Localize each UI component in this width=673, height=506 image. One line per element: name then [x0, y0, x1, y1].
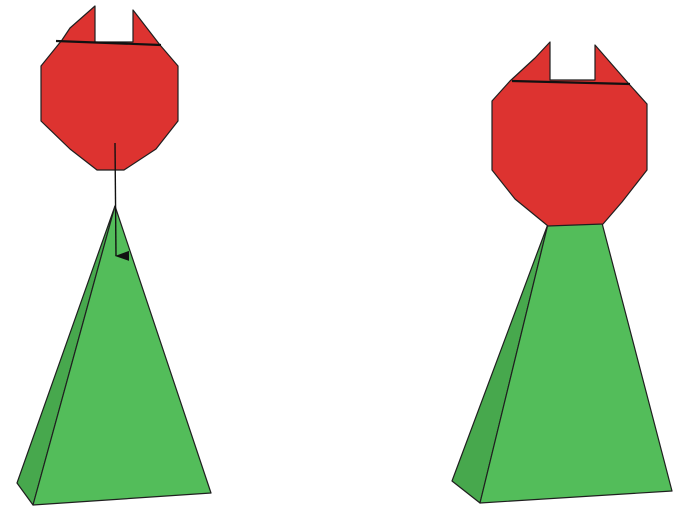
- figure-right: [452, 42, 672, 503]
- cone-right: [452, 223, 672, 503]
- downward-arrow: [115, 143, 116, 256]
- head-right-body: [492, 42, 647, 226]
- head-right: [492, 42, 647, 226]
- figure-left: [17, 6, 211, 505]
- cone-left: [17, 206, 211, 505]
- head-left-body: [41, 6, 178, 170]
- cone-left-front-face: [33, 206, 211, 505]
- head-left: [41, 6, 178, 170]
